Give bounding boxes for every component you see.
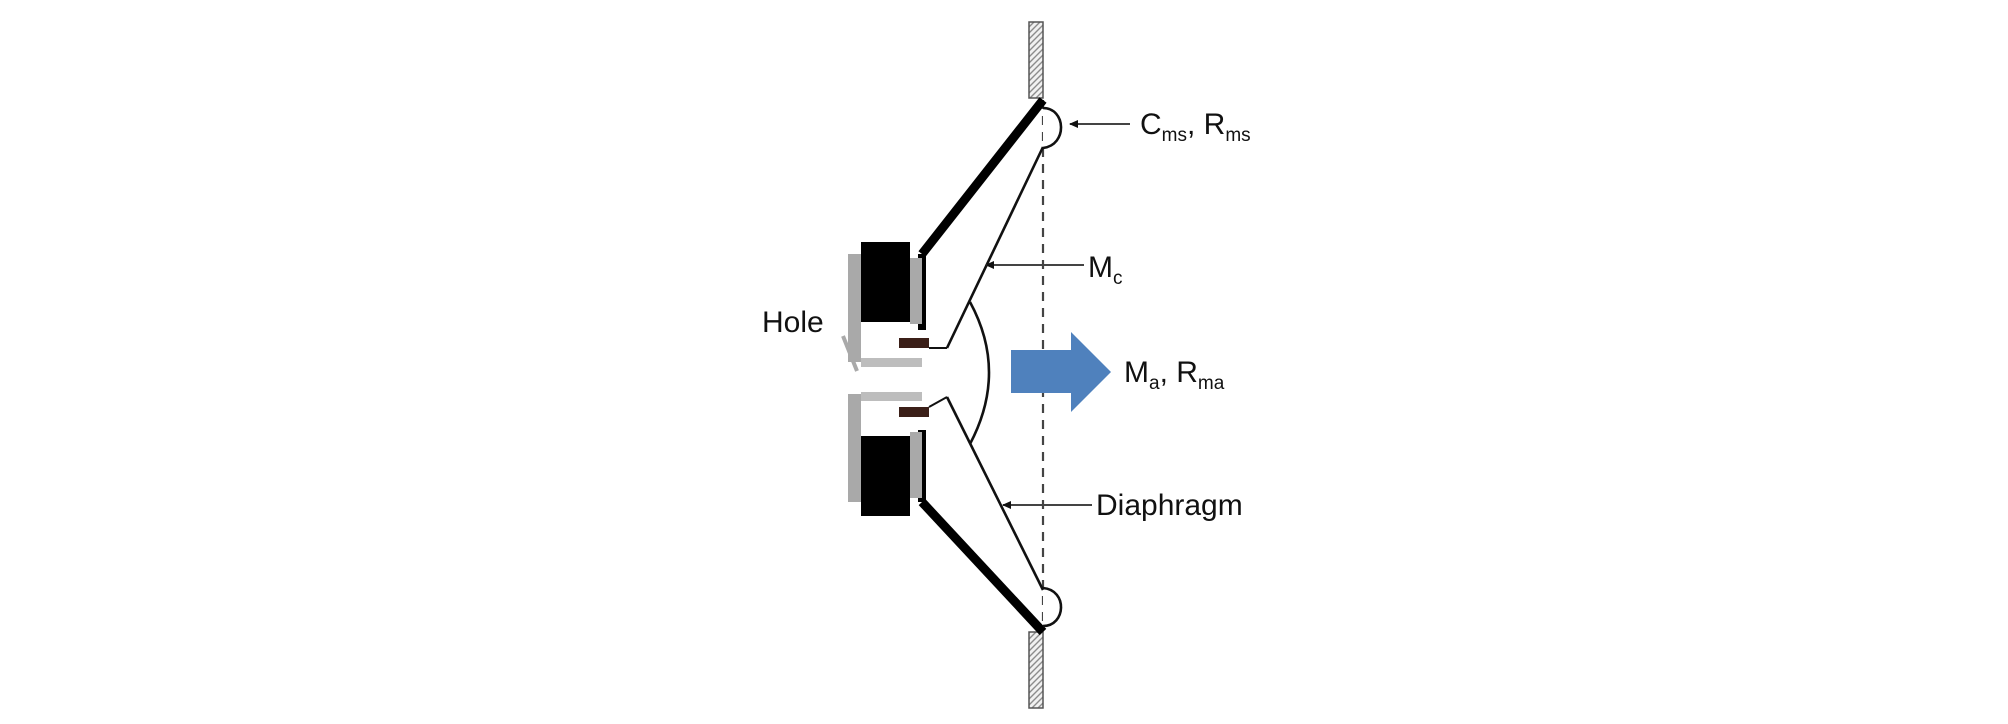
cone-mass-label-main: M (1088, 251, 1113, 284)
surround-label-main1: C (1140, 108, 1162, 141)
baffle-bottom (1028, 631, 1044, 709)
air-load-label-main2: R (1176, 356, 1198, 389)
surround-label-sep: , (1187, 108, 1204, 141)
air-load-label: Ma, Rma (1124, 356, 1225, 394)
air-load-label-sub1: a (1149, 373, 1160, 394)
surround-upper (1042, 106, 1063, 150)
air-load-label-main1: M (1124, 356, 1149, 389)
baffle-top (1028, 21, 1044, 99)
voice-coil-upper (899, 338, 929, 348)
air-load-label-sub2: ma (1198, 373, 1225, 394)
surround-lower (1042, 586, 1063, 628)
magnet-upper (861, 242, 910, 322)
air-load-arrow (1011, 332, 1111, 412)
cone-upper (945, 146, 1045, 349)
surround-label-main2: R (1204, 108, 1226, 141)
frame-upper (918, 97, 1047, 257)
back-plate-lower (848, 394, 861, 502)
surround-label: Cms, Rms (1140, 108, 1251, 146)
cone-mass-label-sub: c (1113, 268, 1123, 289)
hole-vent (848, 367, 922, 392)
voice-coil-lower (899, 407, 929, 417)
surround-label-sub2: ms (1225, 125, 1250, 146)
pole-piece-lower (861, 392, 922, 401)
diaphragm-label: Diaphragm (1096, 489, 1243, 522)
surround-label-sub1: ms (1162, 125, 1187, 146)
pole-piece-upper (861, 358, 922, 367)
front-plate-upper (910, 258, 922, 324)
front-plate-lower (910, 432, 922, 498)
frame-lower (918, 498, 1047, 636)
pointer-hole (841, 335, 859, 372)
coil-former-lower (928, 396, 948, 408)
cone-lower (945, 396, 1045, 591)
back-plate-upper (848, 254, 861, 362)
hole-label: Hole (762, 306, 824, 339)
air-load-label-sep: , (1160, 356, 1177, 389)
cone-mass-label: Mc (1088, 251, 1123, 289)
magnet-lower (861, 436, 910, 516)
dust-cap (968, 301, 991, 445)
